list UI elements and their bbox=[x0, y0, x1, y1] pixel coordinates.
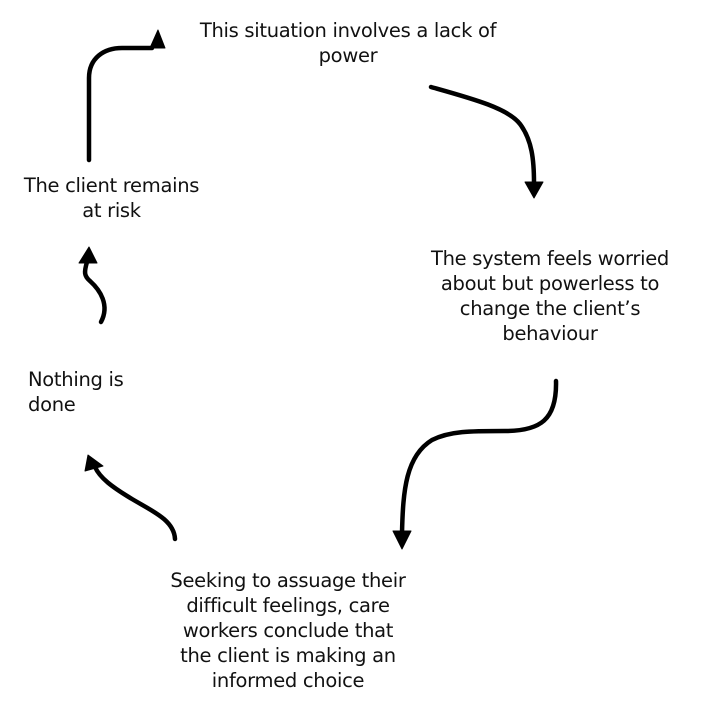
node-text-line: This situation involves a lack of bbox=[199, 19, 497, 42]
node-nothing-done: Nothing is done bbox=[28, 367, 168, 417]
arrow-line bbox=[399, 378, 559, 536]
node-lack-of-power: This situation involves a lack of power bbox=[168, 18, 528, 68]
node-text-line: The client remains bbox=[23, 174, 200, 197]
node-text-line: about but powerless to bbox=[440, 272, 660, 295]
node-text-line: informed choice bbox=[211, 669, 365, 692]
arrow-system-worried-to-assuage-feelings bbox=[392, 378, 559, 550]
node-text-line: Nothing is bbox=[28, 368, 124, 391]
arrow-assuage-feelings-to-nothing-done bbox=[84, 454, 178, 542]
node-text-line: power bbox=[318, 44, 378, 67]
arrow-nothing-done-to-client-at-risk bbox=[78, 246, 107, 325]
node-text-line: Seeking to assuage their bbox=[170, 569, 406, 592]
arrow-head bbox=[524, 181, 544, 199]
node-system-worried: The system feels worried about but power… bbox=[400, 246, 700, 346]
node-text-line: behaviour bbox=[502, 322, 598, 345]
arrow-line bbox=[92, 464, 178, 542]
arrow-line bbox=[82, 259, 107, 325]
arrow-line bbox=[86, 45, 155, 163]
arrow-client-at-risk-to-lack-of-power bbox=[86, 29, 166, 163]
arrow-head bbox=[84, 454, 104, 472]
node-text-line: at risk bbox=[82, 199, 141, 222]
arrow-head bbox=[392, 530, 412, 550]
arrow-line bbox=[428, 84, 537, 186]
node-text-line: workers conclude that bbox=[182, 619, 394, 642]
node-text-line: the client is making an bbox=[180, 644, 396, 667]
node-text-line: change the client’s bbox=[459, 297, 641, 320]
arrow-head bbox=[149, 29, 166, 49]
node-text-line: The system feels worried bbox=[431, 247, 669, 270]
node-assuage-feelings: Seeking to assuage their difficult feeli… bbox=[133, 568, 443, 693]
node-client-at-risk: The client remains at risk bbox=[4, 173, 219, 223]
arrow-head bbox=[78, 246, 98, 264]
arrow-lack-of-power-to-system-worried bbox=[428, 84, 544, 199]
node-text-line: done bbox=[28, 393, 76, 416]
node-text-line: difficult feelings, care bbox=[186, 594, 390, 617]
